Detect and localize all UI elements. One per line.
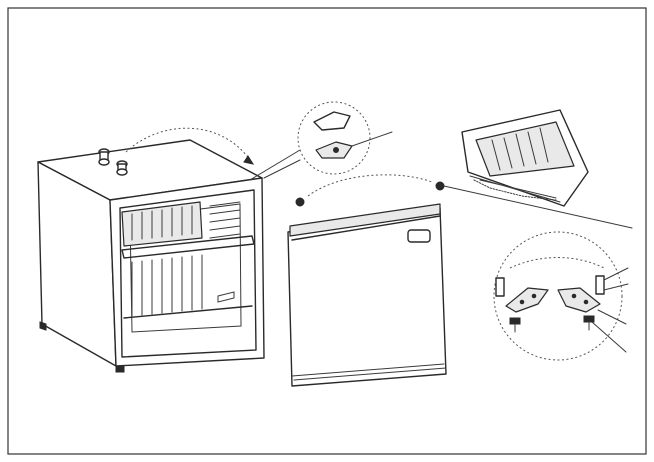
cabinet-opening: [119, 189, 257, 358]
cabinet-shelf: [121, 235, 255, 259]
bottom-view-coils: [491, 127, 549, 171]
bottom-view-base: [469, 175, 561, 203]
bottom-hinge-detail: [493, 231, 629, 361]
hinge-hole: [333, 147, 339, 153]
refrigerator-cabinet: [37, 139, 265, 373]
inner-motion-arc: [509, 257, 605, 269]
door-pin-right: [435, 181, 445, 191]
door-handle-strip: [289, 203, 441, 237]
detail-circle-bottom: [493, 231, 623, 361]
foot-screw-left: [509, 317, 521, 325]
leader-line-hinge: [351, 131, 393, 147]
cabinet-inner-back: [129, 203, 242, 333]
hinge-bracket-right: [557, 287, 601, 313]
door-logo-badge: [407, 229, 431, 243]
leader-line-4: [591, 321, 627, 353]
leader-line-bottom: [443, 185, 633, 229]
freezer-ribs: [131, 205, 193, 241]
door-pin-left: [295, 197, 305, 207]
top-hinge-pins: [98, 148, 128, 176]
door-bottom-edge-2: [293, 367, 447, 381]
leader-line-3: [597, 309, 627, 325]
leader-line-to-cabinet-2: [263, 159, 301, 179]
cabinet-foot-left: [39, 321, 47, 331]
refrigerator-door: [287, 203, 447, 387]
figure-frame: [7, 7, 647, 455]
bottom-view-fringe: [473, 179, 557, 201]
detail-circle-top: [297, 101, 371, 175]
foot-screw-right: [583, 315, 595, 323]
cabinet-foot-front: [115, 365, 125, 373]
hinge-bracket-left: [505, 287, 549, 313]
door-bottom-edge: [291, 363, 445, 377]
lower-ribs: [131, 254, 203, 317]
door-top-edge: [291, 215, 441, 241]
hinge-plate-upper: [313, 111, 351, 131]
door-catch: [217, 291, 235, 303]
top-hinge-detail: [297, 101, 393, 175]
door-motion-arc: [307, 174, 433, 197]
cabinet-motion-arc: [125, 127, 251, 161]
screw-right-top: [595, 275, 605, 295]
screw-left-top: [495, 277, 505, 297]
cabinet-bottom-view: [461, 109, 589, 207]
bottom-view-compressor-area: [475, 121, 575, 177]
lower-ledge: [123, 305, 253, 319]
leader-line-1: [603, 267, 629, 281]
cabinet-arrowhead: [243, 155, 255, 165]
side-wall-ribs: [209, 201, 241, 239]
leader-line-to-cabinet: [249, 149, 301, 181]
leader-line-2: [603, 283, 629, 291]
